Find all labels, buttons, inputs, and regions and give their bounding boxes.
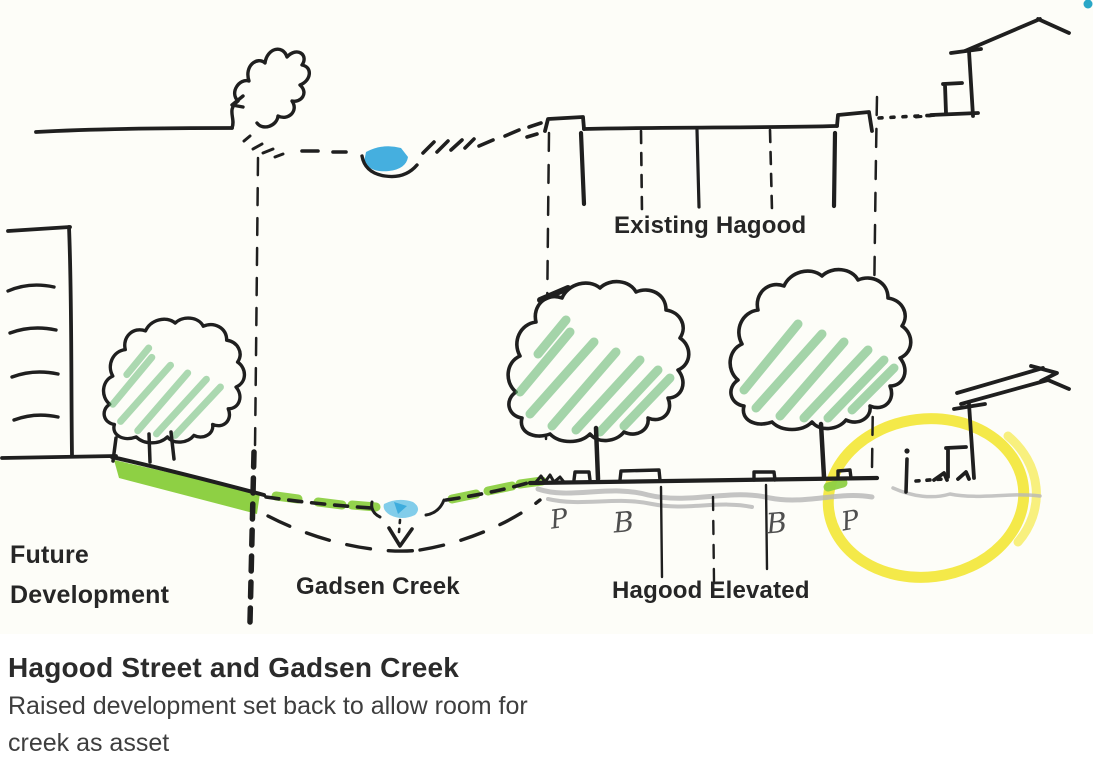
upper-ground-line	[34, 126, 234, 134]
annotation-p1: P	[547, 503, 570, 535]
hagood-elevated-piers	[659, 483, 769, 583]
bush-scribble	[230, 47, 311, 159]
setback-bold-dashes	[247, 449, 257, 625]
tree-left-canopy	[104, 318, 245, 443]
label-existing-hagood: Existing Hagood	[614, 212, 807, 239]
ink-lines	[0, 17, 1071, 625]
hagood-elevated-deck	[527, 468, 880, 486]
tree-middle-trunk	[593, 425, 601, 482]
teal-dot	[1083, 0, 1093, 9]
green-bank-marker	[114, 460, 260, 514]
label-future-development-line2: Development	[10, 581, 170, 609]
pier-annotations: P B B P	[547, 503, 862, 540]
caption-subtitle-line1: Raised development set back to allow roo…	[8, 692, 528, 720]
tree-middle	[506, 279, 691, 444]
tree-middle-branch-accent	[537, 285, 571, 303]
left-building	[0, 225, 118, 460]
tree-left-foliage-hatch	[109, 344, 224, 439]
tree-middle-foliage-hatch	[515, 315, 675, 437]
existing-hagood-deck	[543, 110, 874, 133]
label-gadsen-creek: Gadsen Creek	[296, 573, 460, 600]
house-top-right	[914, 17, 1071, 119]
creek-lines	[264, 479, 542, 553]
tree-right	[728, 267, 913, 432]
street-level-dashes	[300, 121, 543, 179]
existing-hagood-piers	[578, 128, 838, 215]
annotation-p2: P	[838, 505, 862, 538]
tree-right-trunk	[818, 421, 827, 480]
annotation-b2: B	[764, 506, 788, 541]
creek-water	[383, 499, 419, 518]
label-future-development-line1: Future	[10, 541, 89, 569]
tree-left	[104, 318, 245, 443]
annotation-b1: B	[611, 505, 635, 540]
deck-to-house-dots	[877, 113, 939, 120]
street-water-puddle	[364, 146, 408, 172]
house-bottom-right	[932, 364, 1071, 482]
caption-title: Hagood Street and Gadsen Creek	[8, 652, 460, 683]
highlighter-circle	[822, 413, 1041, 583]
caption-subtitle-line2: creek as asset	[8, 729, 170, 757]
pencil-scribble	[535, 486, 1042, 509]
label-hagood-elevated: Hagood Elevated	[612, 577, 810, 604]
bank-slope-line	[110, 455, 266, 497]
deck-right-dashes	[904, 448, 945, 494]
tree-right-foliage-hatch	[739, 319, 899, 423]
